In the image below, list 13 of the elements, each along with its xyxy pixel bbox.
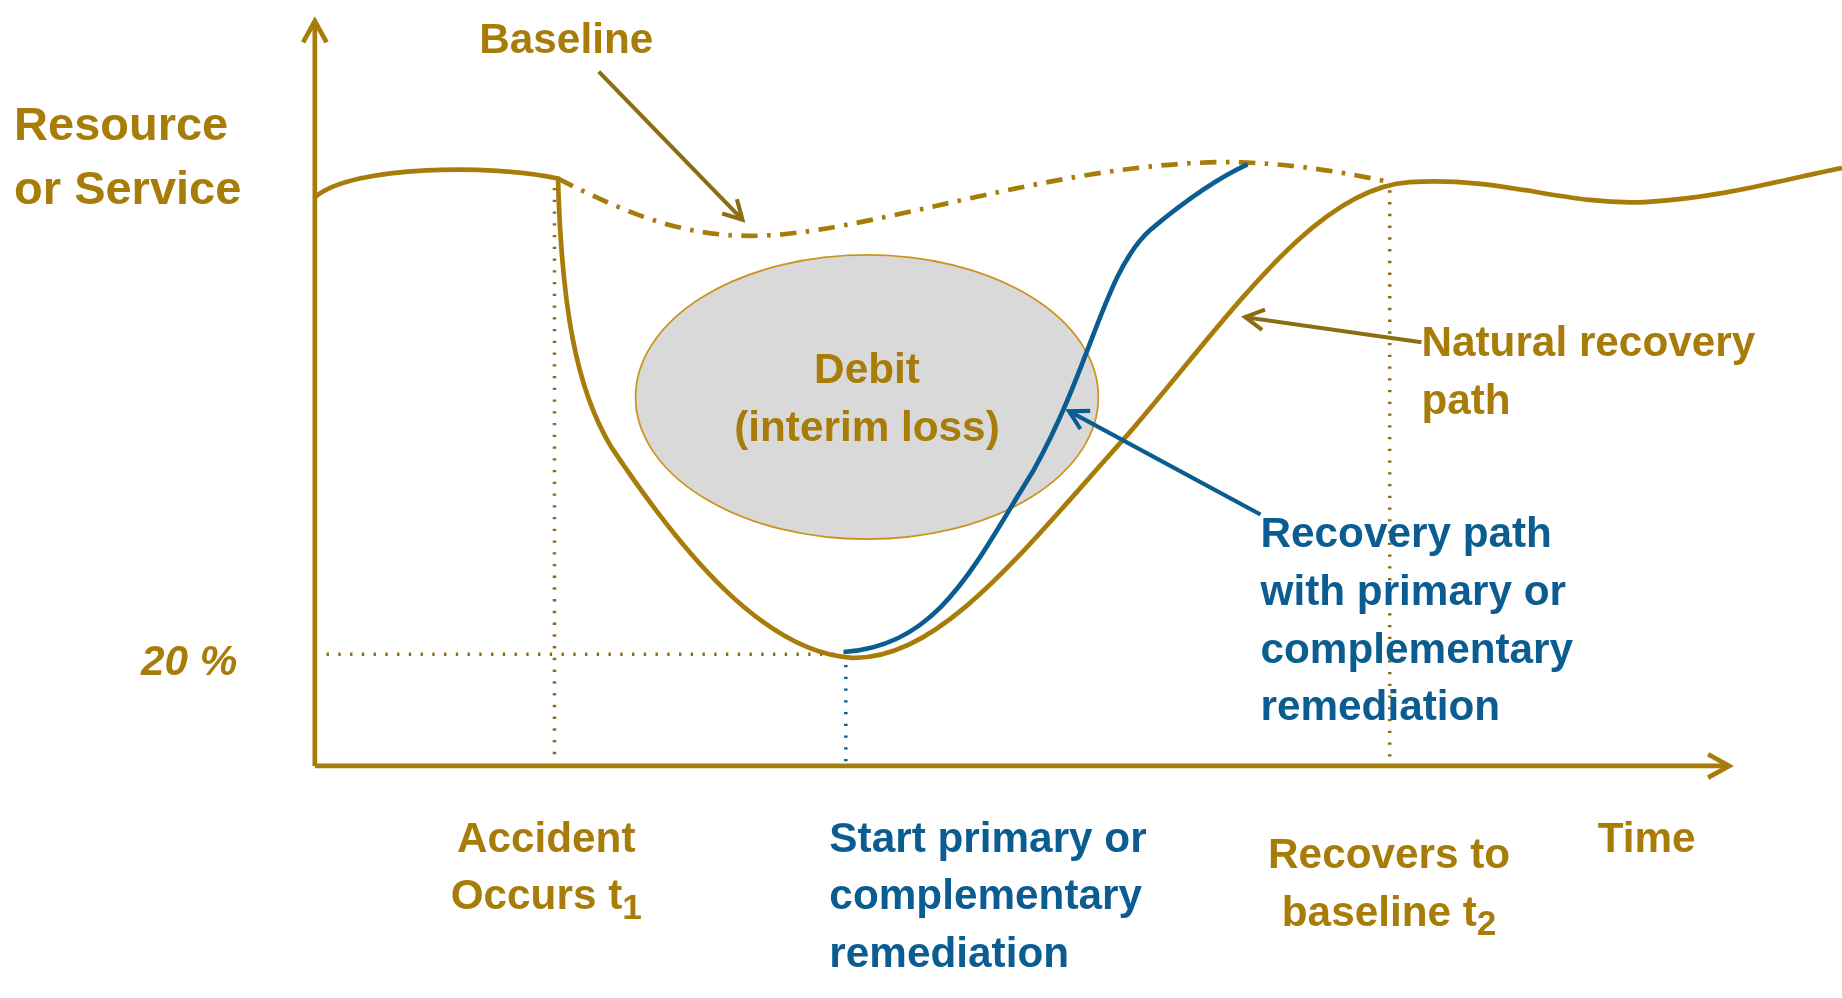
time-point-label: Recovers to baseline t$_{2}$	[1267, 828, 1512, 945]
time-point-label: Accident Occurs t$_{1}$	[449, 811, 643, 928]
leader-line	[1243, 307, 1422, 345]
callout-text: Baseline	[479, 9, 654, 67]
time-point-label: Start primary or complementary remediation	[829, 811, 1148, 979]
leader-line	[1066, 408, 1262, 517]
axis-title: Resource or Service	[14, 96, 243, 216]
callout-text: Natural recovery path	[1421, 312, 1810, 428]
leader-line	[597, 70, 745, 222]
axis-title: Time	[1597, 811, 1697, 864]
ellipse-label: Debit (interim loss)	[733, 343, 1001, 452]
tick-label: 20 %	[140, 635, 239, 687]
callout-text: Recovery path with primary or complementary remediation	[1260, 503, 1649, 735]
